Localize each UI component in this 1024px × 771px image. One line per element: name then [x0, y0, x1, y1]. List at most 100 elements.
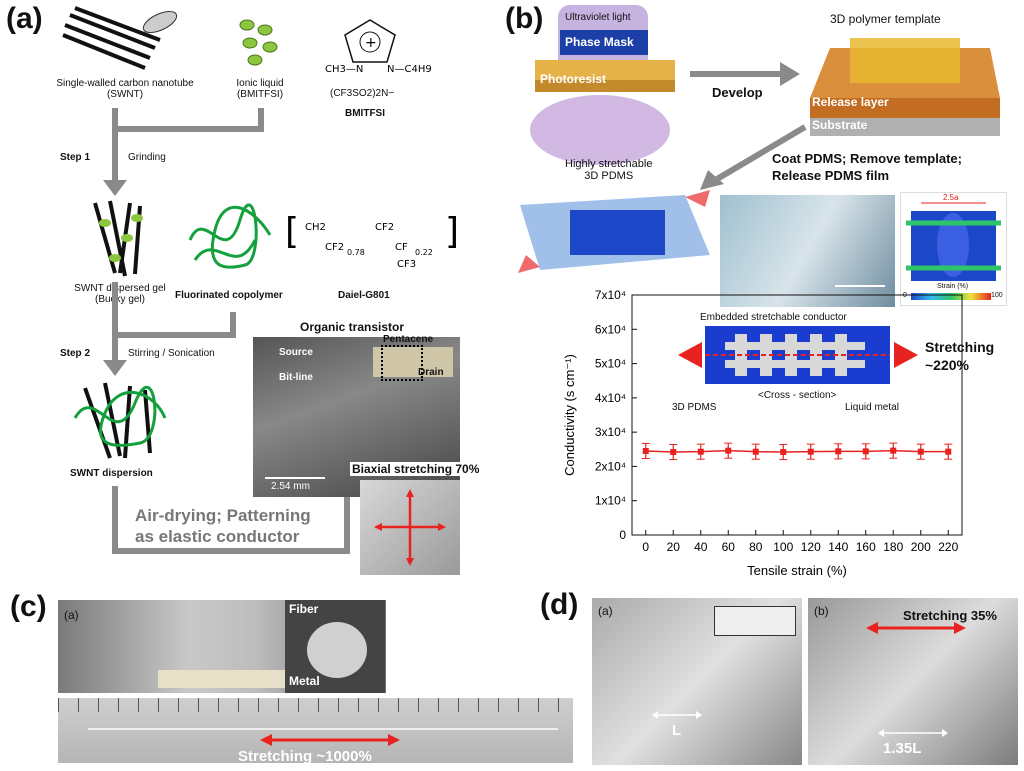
- data-point: [862, 448, 869, 455]
- step1-label: Step 1: [60, 152, 91, 163]
- data-point: [725, 447, 732, 454]
- 3d-pdms-label: 3D PDMS: [672, 402, 717, 413]
- colorbar-max: 100: [991, 292, 1003, 299]
- source-label: Source: [279, 347, 313, 358]
- template-label: 3D polymer template: [830, 12, 941, 26]
- coat-pdms-label: Coat PDMS; Remove template; Release PDMS…: [772, 151, 962, 183]
- template-illustration: [810, 38, 1000, 136]
- pdms-block-illustration: [518, 190, 710, 273]
- air-drying-label: Air-drying; Patterning as elastic conduc…: [135, 506, 311, 546]
- y-tick-label: 7x10⁴: [595, 288, 626, 302]
- stretching-35-label: Stretching 35%: [903, 608, 997, 623]
- bmitfsi-structure: + CH3—N N—C4H9: [325, 19, 432, 75]
- series-line: [645, 449, 949, 453]
- y-tick-label: 1x10⁴: [595, 494, 626, 508]
- stretched-film-photo: [720, 195, 895, 307]
- panel-c-label: (c): [10, 590, 47, 623]
- x-tick-label: 160: [856, 540, 876, 554]
- chart-frame: [631, 294, 963, 536]
- phase-mask-label: Phase Mask: [565, 35, 634, 49]
- fiber-label: Fiber: [289, 602, 319, 616]
- photoresist-label: Photoresist: [540, 72, 607, 86]
- x-tick-label: 220: [938, 540, 958, 554]
- x-tick-label: 20: [667, 540, 681, 554]
- svg-text:CF3: CF3: [397, 259, 416, 270]
- metal-label: Metal: [289, 674, 320, 688]
- y-tick-label: 5x10⁴: [595, 357, 626, 371]
- x-tick-label: 100: [773, 540, 793, 554]
- ionic-liquid-label: Ionic liquid (BMITFSI): [236, 78, 284, 100]
- stretching-220-label: Stretching ~220%: [925, 339, 995, 373]
- biaxial-label: Biaxial stretching 70%: [350, 462, 482, 476]
- biaxial-photo: [360, 480, 460, 575]
- svg-text:[: [: [285, 211, 299, 252]
- step2-label: Step 2: [60, 348, 91, 359]
- swnt-bundle-icon: [62, 6, 178, 70]
- y-tick-label: 4x10⁴: [595, 391, 626, 405]
- x-tick-label: 0: [642, 540, 649, 554]
- panel-a-label: (a): [6, 2, 43, 35]
- fluorinated-copolymer-icon: [188, 203, 272, 269]
- svg-text:CF2: CF2: [375, 222, 394, 233]
- data-point: [890, 447, 897, 454]
- x-tick-label: 120: [801, 540, 821, 554]
- stretchable-pdms-label: Highly stretchable 3D PDMS: [565, 158, 653, 182]
- svg-text:CF2: CF2: [325, 242, 344, 253]
- data-point: [780, 449, 787, 456]
- data-point: [917, 448, 924, 455]
- substrate-label: Substrate: [812, 118, 868, 132]
- swnt-label: Single-walled carbon nanotube (SWNT): [56, 78, 194, 100]
- swnt-dispersion-icon: [73, 382, 167, 459]
- scale-2-5a: 2.5a: [943, 193, 959, 202]
- bucky-gel-icon: [93, 200, 143, 277]
- phase-mask-illustration: [530, 5, 675, 165]
- bucky-gel-label: SWNT dispersed gel (Bucky gel): [74, 283, 166, 305]
- data-point: [670, 449, 677, 456]
- bmitfsi-label: BMITFSI: [345, 108, 385, 119]
- stretching-1000-label: Stretching ~1000%: [238, 748, 372, 765]
- data-point: [807, 448, 814, 455]
- ruler-photo: [58, 698, 573, 763]
- pentacene-label: Pentacene: [383, 334, 434, 345]
- data-point: [642, 448, 649, 454]
- y-axis-label: Conductivity (s cm⁻¹): [562, 354, 577, 476]
- anion-formula: (CF3SO2)2N−: [330, 88, 395, 99]
- x-tick-label: 60: [722, 540, 736, 554]
- svg-text:CH3—N: CH3—N: [325, 64, 363, 75]
- d-sub-a-label: (a): [598, 604, 613, 618]
- sub-a-label: (a): [64, 608, 79, 622]
- organic-transistor-title: Organic transistor: [300, 320, 405, 334]
- fluorinated-copolymer-label: Fluorinated copolymer: [175, 290, 283, 301]
- develop-label: Develop: [712, 85, 763, 100]
- swnt-dispersion-label: SWNT dispersion: [70, 468, 153, 479]
- data-point: [752, 448, 759, 455]
- data-point: [945, 448, 952, 455]
- cross-section-illustration: [705, 326, 890, 384]
- svg-text:CH2: CH2: [305, 222, 326, 233]
- fiber-crosssection-photo: Fiber Metal: [285, 600, 385, 693]
- stirring-label: Stirring / Sonication: [128, 348, 215, 359]
- y-tick-label: 2x10⁴: [595, 459, 626, 473]
- strain-simulation: 2.5a Strain (%) 0 100: [900, 192, 1007, 306]
- svg-text:0.22: 0.22: [415, 248, 433, 257]
- wire-stretched-photo: (b) Stretching 35% 1.35L: [808, 598, 1018, 765]
- x-tick-label: 80: [749, 540, 763, 554]
- bitline-label: Bit-line: [279, 372, 313, 383]
- ionic-liquid-icon: [239, 19, 278, 66]
- svg-text:]: ]: [445, 211, 459, 252]
- x-tick-label: 180: [883, 540, 903, 554]
- x-tick-label: 140: [828, 540, 848, 554]
- wire-unstretched-photo: (a) L: [592, 598, 802, 765]
- svg-text:+: +: [365, 35, 377, 51]
- drain-label: Drain: [418, 367, 444, 378]
- scale-label: 2.54 mm: [271, 481, 310, 492]
- data-point: [697, 448, 704, 455]
- x-axis-label: Tensile strain (%): [747, 563, 847, 578]
- daiel-label: Daiel-G801: [338, 290, 390, 301]
- y-tick-label: 3x10⁴: [595, 425, 626, 439]
- strain-colorbar: [911, 293, 991, 300]
- panel-d-label: (d): [540, 588, 579, 621]
- embedded-conductor-label: Embedded stretchable conductor: [700, 312, 847, 323]
- y-tick-label: 0: [619, 528, 626, 542]
